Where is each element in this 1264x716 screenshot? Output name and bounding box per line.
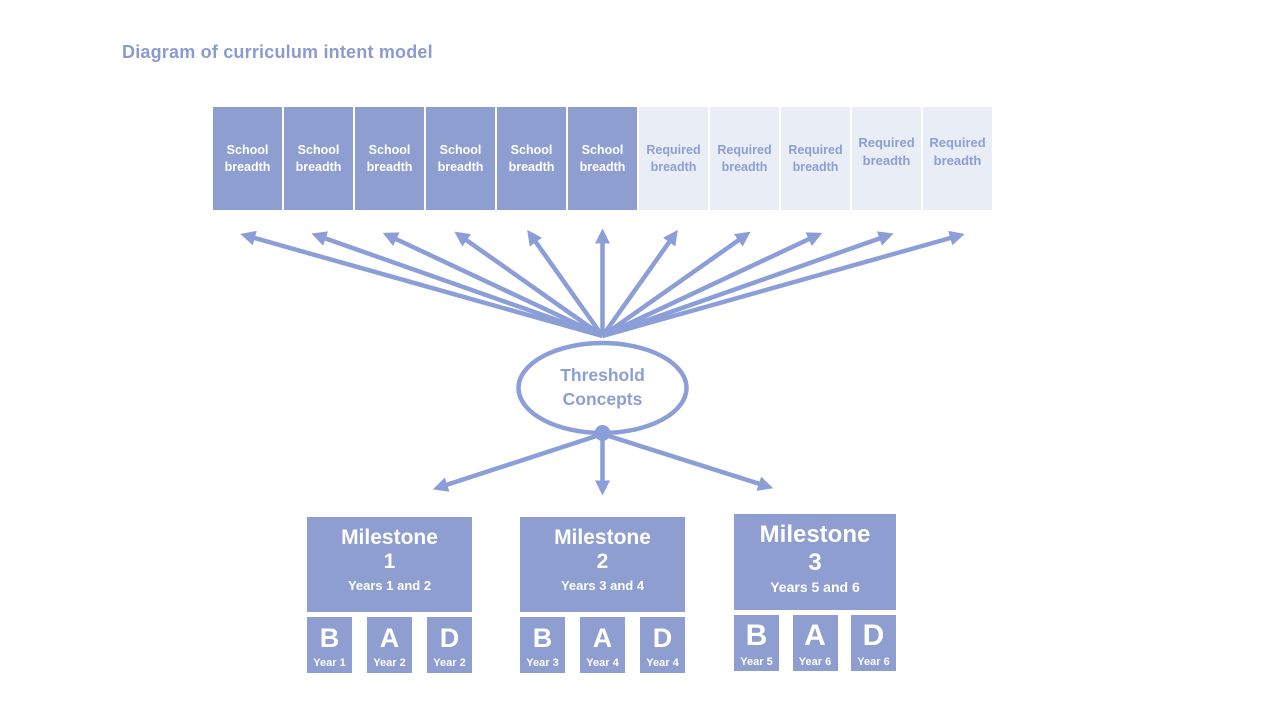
required-breadth-label: Required breadth bbox=[646, 142, 701, 174]
fan-arrow bbox=[601, 232, 823, 339]
unit-year: Year 4 bbox=[586, 657, 619, 669]
required-breadth-label: Required breadth bbox=[929, 134, 986, 168]
fan-arrow bbox=[382, 232, 604, 339]
unit-letter: B bbox=[319, 623, 340, 653]
unit-year: Year 4 bbox=[646, 657, 679, 669]
unit-letter: A bbox=[379, 623, 400, 653]
milestone-arrow bbox=[601, 431, 774, 491]
unit-box: B Year 1 bbox=[307, 617, 352, 673]
hub-line2: Concepts bbox=[562, 389, 643, 409]
school-breadth-box: School breadth bbox=[284, 107, 353, 210]
milestone-name: Milestone bbox=[759, 521, 871, 548]
milestone-name: Milestone bbox=[554, 526, 651, 549]
school-breadth-box: School breadth bbox=[355, 107, 424, 210]
milestone-3-box: Milestone 3 Years 5 and 6 bbox=[734, 514, 896, 610]
unit-letter: B bbox=[745, 619, 768, 652]
required-breadth-box: Required breadth bbox=[852, 107, 921, 210]
page-title: Diagram of curriculum intent model bbox=[122, 42, 433, 62]
milestone-years: Years 1 and 2 bbox=[347, 578, 432, 594]
required-breadth-box: Required breadth bbox=[639, 107, 708, 210]
school-breadth-label: School breadth bbox=[224, 142, 271, 174]
milestone-arrows bbox=[432, 431, 774, 496]
milestone-years: Years 3 and 4 bbox=[560, 578, 645, 594]
unit-box: B Year 3 bbox=[520, 617, 565, 673]
school-breadth-label: School breadth bbox=[579, 142, 626, 174]
unit-year: Year 6 bbox=[798, 656, 832, 668]
unit-box: D Year 4 bbox=[640, 617, 685, 673]
unit-letter: B bbox=[532, 623, 553, 653]
fan-arrow bbox=[601, 231, 894, 339]
fan-arrow bbox=[240, 230, 604, 339]
milestone-2-units: B Year 3 A Year 4 D Year 4 bbox=[520, 617, 685, 673]
required-breadth-box: Required breadth bbox=[710, 107, 779, 210]
milestone-number: 1 bbox=[383, 550, 396, 574]
milestone-3-group: Milestone 3 Years 5 and 6 B Year 5 A Yea… bbox=[734, 514, 896, 671]
required-breadth-box: Required breadth bbox=[923, 107, 992, 210]
school-breadth-box: School breadth bbox=[213, 107, 282, 210]
required-breadth-label: Required breadth bbox=[717, 142, 772, 174]
school-breadth-box: School breadth bbox=[497, 107, 566, 210]
school-breadth-label: School breadth bbox=[437, 142, 484, 174]
required-breadth-box: Required breadth bbox=[781, 107, 850, 210]
unit-year: Year 1 bbox=[313, 657, 346, 669]
milestone-1-group: Milestone 1 Years 1 and 2 B Year 1 A Yea… bbox=[307, 517, 472, 673]
unit-year: Year 5 bbox=[740, 656, 773, 668]
unit-box: A Year 2 bbox=[367, 617, 412, 673]
unit-box: A Year 4 bbox=[580, 617, 625, 673]
fan-arrow bbox=[601, 230, 965, 339]
unit-box: D Year 6 bbox=[851, 615, 896, 671]
school-breadth-label: School breadth bbox=[508, 142, 555, 174]
unit-letter: A bbox=[804, 619, 826, 652]
unit-letter: D bbox=[652, 623, 673, 653]
milestone-1-units: B Year 1 A Year 2 D Year 2 bbox=[307, 617, 472, 673]
unit-box: D Year 2 bbox=[427, 617, 472, 673]
milestone-1-box: Milestone 1 Years 1 and 2 bbox=[307, 517, 472, 612]
school-breadth-box: School breadth bbox=[568, 107, 637, 210]
threshold-concepts-label: Threshold Concepts bbox=[518, 343, 687, 433]
unit-box: A Year 6 bbox=[792, 615, 838, 671]
milestone-2-group: Milestone 2 Years 3 and 4 B Year 3 A Yea… bbox=[520, 517, 685, 673]
unit-year: Year 3 bbox=[526, 657, 559, 669]
school-breadth-box: School breadth bbox=[426, 107, 495, 210]
milestone-3-units: B Year 5 A Year 6 D Year 6 bbox=[734, 615, 896, 671]
milestone-number: 3 bbox=[808, 548, 822, 576]
unit-year: Year 6 bbox=[857, 656, 890, 668]
unit-year: Year 2 bbox=[373, 657, 406, 669]
unit-letter: D bbox=[862, 619, 885, 652]
fan-arrow bbox=[601, 231, 751, 338]
fan-arrow bbox=[454, 231, 604, 338]
school-breadth-label: School breadth bbox=[366, 142, 413, 174]
school-breadth-label: School breadth bbox=[295, 142, 342, 174]
milestone-name: Milestone bbox=[341, 526, 438, 549]
unit-year: Year 2 bbox=[433, 657, 466, 669]
milestone-number: 2 bbox=[596, 550, 609, 574]
fan-arrows bbox=[240, 228, 965, 339]
unit-letter: D bbox=[439, 623, 460, 653]
fan-arrow bbox=[527, 229, 605, 338]
milestone-years: Years 5 and 6 bbox=[770, 579, 860, 596]
milestone-2-box: Milestone 2 Years 3 and 4 bbox=[520, 517, 685, 612]
required-breadth-label: Required breadth bbox=[788, 142, 843, 174]
unit-box: B Year 5 bbox=[734, 615, 779, 671]
milestone-arrow bbox=[432, 431, 604, 492]
fan-arrow bbox=[311, 231, 604, 339]
fan-arrow bbox=[600, 229, 678, 338]
unit-letter: A bbox=[592, 623, 613, 653]
required-breadth-label: Required breadth bbox=[858, 134, 915, 168]
breadth-row: School breadth School breadth School bre… bbox=[213, 107, 992, 210]
hub-line1: Threshold bbox=[560, 365, 645, 386]
